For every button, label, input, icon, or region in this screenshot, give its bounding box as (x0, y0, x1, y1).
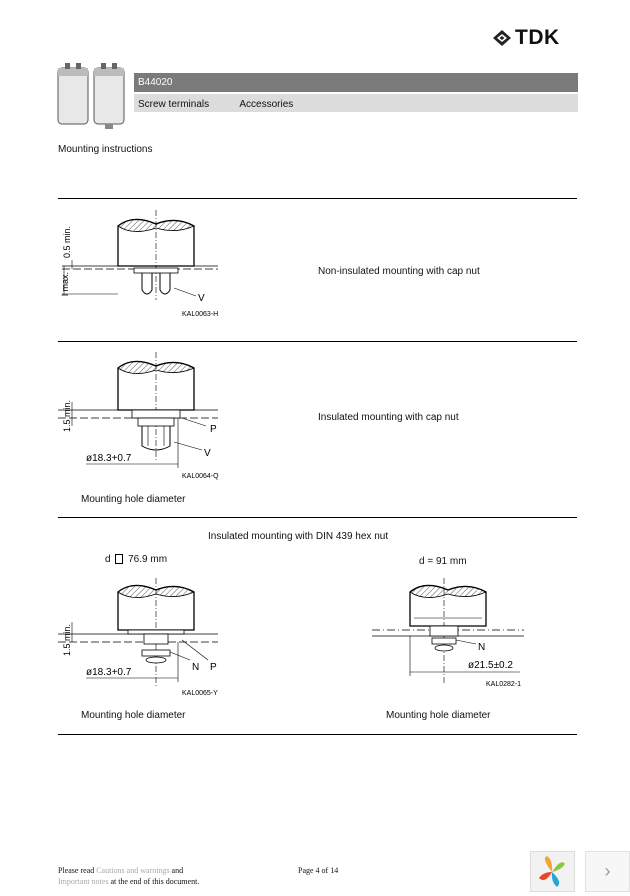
drawing-code: KAL0065-Y (182, 690, 218, 697)
dim-min-label: 0.5 min. (62, 226, 72, 258)
drawing-hex-nut-left: 1.5 min. ø18.3+0.7 N P KAL0065-Y (58, 578, 218, 697)
drawing-code: KAL0063-H (182, 311, 218, 318)
page-number: Page 4 of 14 (298, 866, 339, 875)
tdk-logo-icon (493, 30, 511, 46)
drawing-code: KAL0064-Q (182, 473, 219, 480)
part-number: B44020 (138, 77, 173, 88)
drawing-non-insulated-cap-nut: 0.5 min. l max. V KAL0063-H (60, 210, 218, 318)
tab-screw-terminals: Screw terminals (138, 99, 210, 110)
next-page-button[interactable]: › (585, 851, 630, 892)
hole-diameter-label-left: Mounting hole diameter (81, 710, 186, 721)
caption-non-insulated: Non-insulated mounting with cap nut (318, 266, 480, 277)
d-label-right: d = 91 mm (419, 556, 467, 567)
letter-v: V (198, 293, 205, 304)
drawing-hex-nut-right: N ø21.5±0.2 KAL0282-1 (372, 578, 524, 688)
less-equal-icon (115, 554, 124, 564)
footer-text: at the end of this document. (110, 877, 200, 886)
important-notes-link[interactable]: Important notes (58, 877, 109, 886)
dim-min-label: 1.5 min. (62, 624, 72, 656)
diameter-label: ø18.3+0.7 (86, 453, 132, 464)
letter-p: P (210, 424, 217, 435)
caption-insulated-cap-nut: Insulated mounting with cap nut (318, 412, 459, 423)
logo-text: TDK (515, 26, 560, 49)
tdk-logo: TDK (492, 26, 560, 50)
footer-text: Please read (58, 866, 95, 875)
drawing-code: KAL0282-1 (486, 681, 521, 688)
flower-icon (539, 856, 565, 887)
divider (58, 198, 577, 199)
divider (58, 734, 577, 735)
caption-din-hex-nut: Insulated mounting with DIN 439 hex nut (208, 531, 389, 542)
tab-accessories: Accessories (239, 99, 294, 110)
part-number-bar: B44020 (134, 73, 578, 92)
footer-text: and (171, 866, 184, 875)
diameter-label: ø18.3+0.7 (86, 667, 132, 678)
letter-v: V (204, 448, 211, 459)
chevron-right-icon: › (604, 861, 611, 881)
dim-max-label: l max. (60, 272, 70, 296)
section-title: Mounting instructions (58, 144, 153, 155)
letter-n: N (478, 642, 485, 653)
d-label-left: d 76.9 mm (105, 554, 167, 565)
d-prefix: d (105, 554, 111, 565)
letter-n: N (192, 662, 199, 673)
d-value: 76.9 mm (128, 554, 168, 565)
footer-note-line2: Important notes at the end of this docum… (58, 877, 199, 886)
dim-min-label: 1.5 min. (62, 400, 72, 432)
letter-p: P (210, 662, 217, 673)
hole-diameter-label: Mounting hole diameter (81, 494, 186, 505)
divider (58, 341, 577, 342)
drawing-insulated-cap-nut: 1.5 min. ø18.3+0.7 P V KAL0064-Q (58, 352, 219, 480)
hole-diameter-label-right: Mounting hole diameter (386, 710, 491, 721)
viewer-logo-button[interactable] (530, 851, 575, 892)
category-bar: Screw terminals Accessories (134, 94, 578, 112)
capacitor-thumbnail (57, 63, 125, 129)
diameter-label: ø21.5±0.2 (468, 660, 513, 671)
footer-note-line1: Please read Cautions and warnings and (58, 866, 183, 875)
cautions-link[interactable]: Cautions and warnings (96, 866, 170, 875)
divider (58, 517, 577, 518)
